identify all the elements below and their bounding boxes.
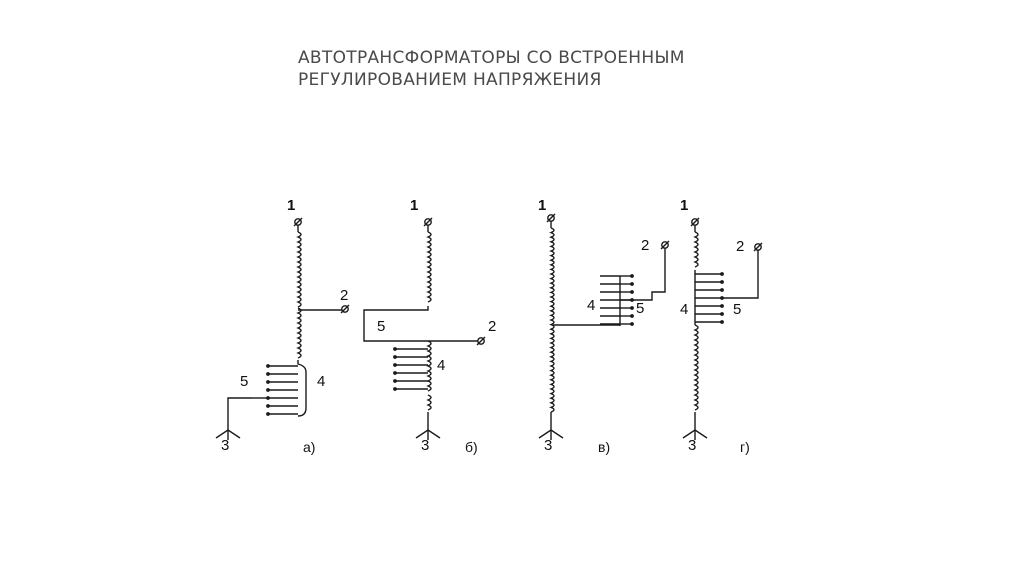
scheme-v-terminal-2-stroke <box>660 240 670 250</box>
scheme-b-terminal-1-stroke <box>423 217 433 227</box>
scheme-a-switch-lead <box>227 397 252 430</box>
scheme-v-tap-dot <box>630 322 634 326</box>
scheme-v-terminal-1-label: 1 <box>538 197 546 214</box>
scheme-b-regulating-winding <box>426 340 432 392</box>
scheme-v-tap-dot <box>630 298 634 302</box>
scheme-g-switch-5-label: 5 <box>733 301 741 318</box>
scheme-v-terminal-1-stroke <box>546 213 556 223</box>
scheme-g-upper-winding <box>693 231 699 268</box>
scheme-g-caption: г) <box>740 439 750 455</box>
scheme-g-tap-winding-4-label: 4 <box>680 301 688 318</box>
scheme-b-switch-loop <box>363 306 429 342</box>
scheme-a-tap-dot <box>266 364 270 368</box>
scheme-a-common-winding <box>296 307 302 359</box>
scheme-v: 1 2 4 5 3 в) <box>538 197 649 455</box>
scheme-v-main-winding <box>549 227 555 413</box>
scheme-b: 1 2 4 5 3 б) <box>377 197 496 455</box>
scheme-b-terminal-2-label: 2 <box>488 318 496 335</box>
scheme-a-tap-dot <box>266 412 270 416</box>
scheme-b-series-winding <box>426 231 432 303</box>
scheme-g-tap-dot <box>720 288 724 292</box>
scheme-v-tap-winding-4-label: 4 <box>587 297 595 314</box>
scheme-b-neutral <box>427 429 441 439</box>
title-line-2: РЕГУЛИРОВАНИЕМ НАПРЯЖЕНИЯ <box>298 70 602 90</box>
scheme-a-terminal-1-label: 1 <box>287 197 295 214</box>
scheme-a-tap-dot <box>266 396 270 400</box>
scheme-a-terminal-2-stroke <box>340 304 350 314</box>
scheme-a-regulating-winding <box>297 360 307 417</box>
scheme-g-tap-dot <box>720 272 724 276</box>
scheme-g-neutral <box>694 429 708 439</box>
scheme-g-tap-dot <box>720 304 724 308</box>
scheme-v-neutral-3-label: 3 <box>544 437 552 454</box>
scheme-a-neutral <box>215 429 229 439</box>
scheme-a-switch-5-label: 5 <box>240 373 248 390</box>
scheme-b-common-winding <box>426 394 432 411</box>
scheme-a-caption: а) <box>303 439 315 455</box>
scheme-v-tap-dot <box>630 274 634 278</box>
scheme-b-tap-dot <box>393 363 397 367</box>
scheme-a-neutral-3-label: 3 <box>221 437 229 454</box>
scheme-g-tap-dot <box>720 280 724 284</box>
scheme-a-tap-dot <box>266 388 270 392</box>
scheme-b-terminal-1-label: 1 <box>410 197 418 214</box>
slide-title: АВТОТРАНСФОРМАТОРЫ СО ВСТРОЕННЫМ РЕГУЛИР… <box>298 47 858 91</box>
scheme-g-tap-dot <box>720 320 724 324</box>
scheme-a-tap-dot <box>266 372 270 376</box>
scheme-a-neutral <box>227 429 241 439</box>
scheme-v-tap-dot <box>630 306 634 310</box>
scheme-b-tap-dot <box>393 371 397 375</box>
scheme-a-tap-dot <box>266 380 270 384</box>
scheme-v-tap-dot <box>630 314 634 318</box>
scheme-a-terminal-1-stroke <box>293 217 303 227</box>
scheme-a-tap-dot <box>266 404 270 408</box>
scheme-v-tap-dot <box>630 290 634 294</box>
scheme-b-tap-dot <box>393 379 397 383</box>
scheme-g-switch-lead <box>722 250 759 299</box>
scheme-b-terminal-2-stroke <box>476 336 486 346</box>
scheme-v-neutral <box>550 429 564 439</box>
scheme-g-terminal-1-stroke <box>690 217 700 227</box>
scheme-a-terminal-2-label: 2 <box>340 287 348 304</box>
title-line-1: АВТОТРАНСФОРМАТОРЫ СО ВСТРОЕННЫМ <box>298 48 685 68</box>
scheme-g-terminal-1-label: 1 <box>680 197 688 214</box>
scheme-g-neutral-3-label: 3 <box>688 437 696 454</box>
scheme-g-lower-winding <box>693 324 699 411</box>
scheme-g: 1 2 4 5 3 г) <box>680 197 750 455</box>
scheme-b-tap-winding-4-label: 4 <box>437 357 445 374</box>
scheme-v-neutral <box>538 429 552 439</box>
scheme-a-tap-winding-4-label: 4 <box>317 373 325 390</box>
scheme-g-terminal-2-label: 2 <box>736 238 744 255</box>
scheme-g-terminal-2-stroke <box>753 242 763 252</box>
scheme-b-tap-dot <box>393 347 397 351</box>
scheme-v-switch-5-label: 5 <box>636 300 644 317</box>
scheme-b-caption: б) <box>465 439 478 455</box>
scheme-b-tap-dot <box>393 355 397 359</box>
scheme-g-neutral <box>682 429 696 439</box>
scheme-b-neutral-3-label: 3 <box>421 437 429 454</box>
scheme-b-tap-dot <box>393 387 397 391</box>
scheme-a: 1 2 4 5 3 а) <box>221 197 348 455</box>
scheme-v-tap-dot <box>630 282 634 286</box>
scheme-b-neutral <box>415 429 429 439</box>
scheme-v-terminal-2-label: 2 <box>641 237 649 254</box>
scheme-b-switch-5-label: 5 <box>377 318 385 335</box>
scheme-g-tap-dot <box>720 296 724 300</box>
scheme-g-tap-dot <box>720 312 724 316</box>
scheme-a-series-winding <box>296 231 302 308</box>
scheme-v-caption: в) <box>598 439 610 455</box>
scheme-v-switch-lead <box>620 248 666 301</box>
